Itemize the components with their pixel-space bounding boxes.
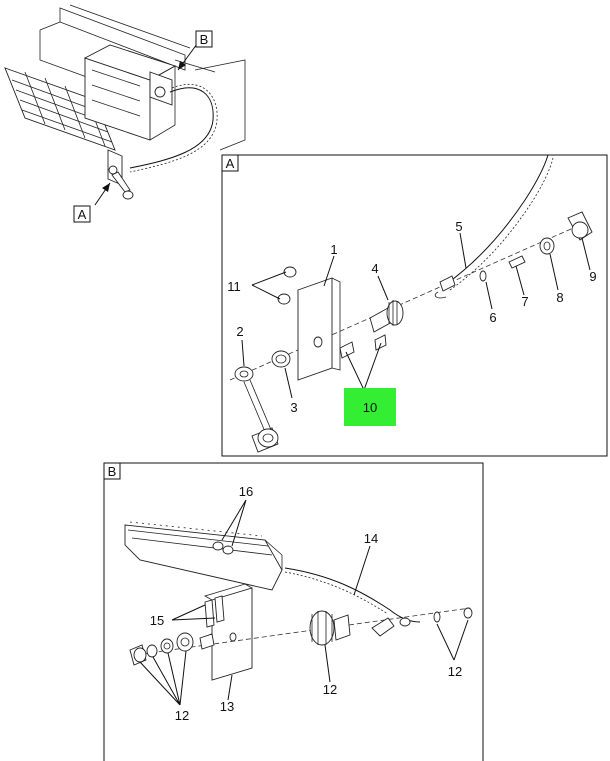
callout-a-box xyxy=(73,205,91,223)
label-14: 14 xyxy=(364,531,378,546)
label-12-clips: 12 xyxy=(448,664,462,679)
grommet-8 xyxy=(539,237,555,255)
bracket-1 xyxy=(297,277,333,381)
switch-12 xyxy=(309,610,351,646)
detail-b-title: B xyxy=(108,464,117,479)
label-12-washers: 12 xyxy=(175,708,189,723)
clip-6 xyxy=(479,270,487,282)
label-10: 10 xyxy=(363,400,377,415)
washer-3 xyxy=(271,350,291,368)
detail-a-title: A xyxy=(226,156,235,171)
label-6: 6 xyxy=(489,310,496,325)
label-13: 13 xyxy=(220,699,234,714)
label-12-switch: 12 xyxy=(323,682,337,697)
callout-b-box xyxy=(195,30,213,48)
elbow-9 xyxy=(567,211,593,241)
label-1: 1 xyxy=(330,242,337,257)
step-grating xyxy=(4,67,116,151)
label-3: 3 xyxy=(290,400,297,415)
callout-a-label: A xyxy=(78,207,87,222)
label-8: 8 xyxy=(556,290,563,305)
label-5: 5 xyxy=(455,219,462,234)
detail-a-frame xyxy=(221,154,608,457)
label-15: 15 xyxy=(150,613,164,628)
knob-12 xyxy=(129,644,147,666)
cable-5 xyxy=(444,154,549,286)
washer-2 xyxy=(234,366,254,382)
label-4: 4 xyxy=(371,261,378,276)
fitting-7 xyxy=(508,255,526,269)
knob-2 xyxy=(251,427,279,453)
overview-illustration: B A xyxy=(4,4,246,223)
switch-4 xyxy=(369,300,404,333)
detail-a-panel: A xyxy=(221,154,608,457)
label-16: 16 xyxy=(239,484,253,499)
label-9: 9 xyxy=(589,269,596,284)
frame-rail xyxy=(124,521,283,591)
detail-b-panel: B xyxy=(103,462,484,761)
nut-11a xyxy=(283,266,297,278)
label-2: 2 xyxy=(236,324,243,339)
part-10-highlight xyxy=(344,388,396,426)
nut-11b xyxy=(277,293,291,305)
detail-b-frame xyxy=(103,462,484,761)
label-11: 11 xyxy=(227,279,241,294)
callout-b-label: B xyxy=(200,32,209,47)
label-7: 7 xyxy=(521,294,528,309)
